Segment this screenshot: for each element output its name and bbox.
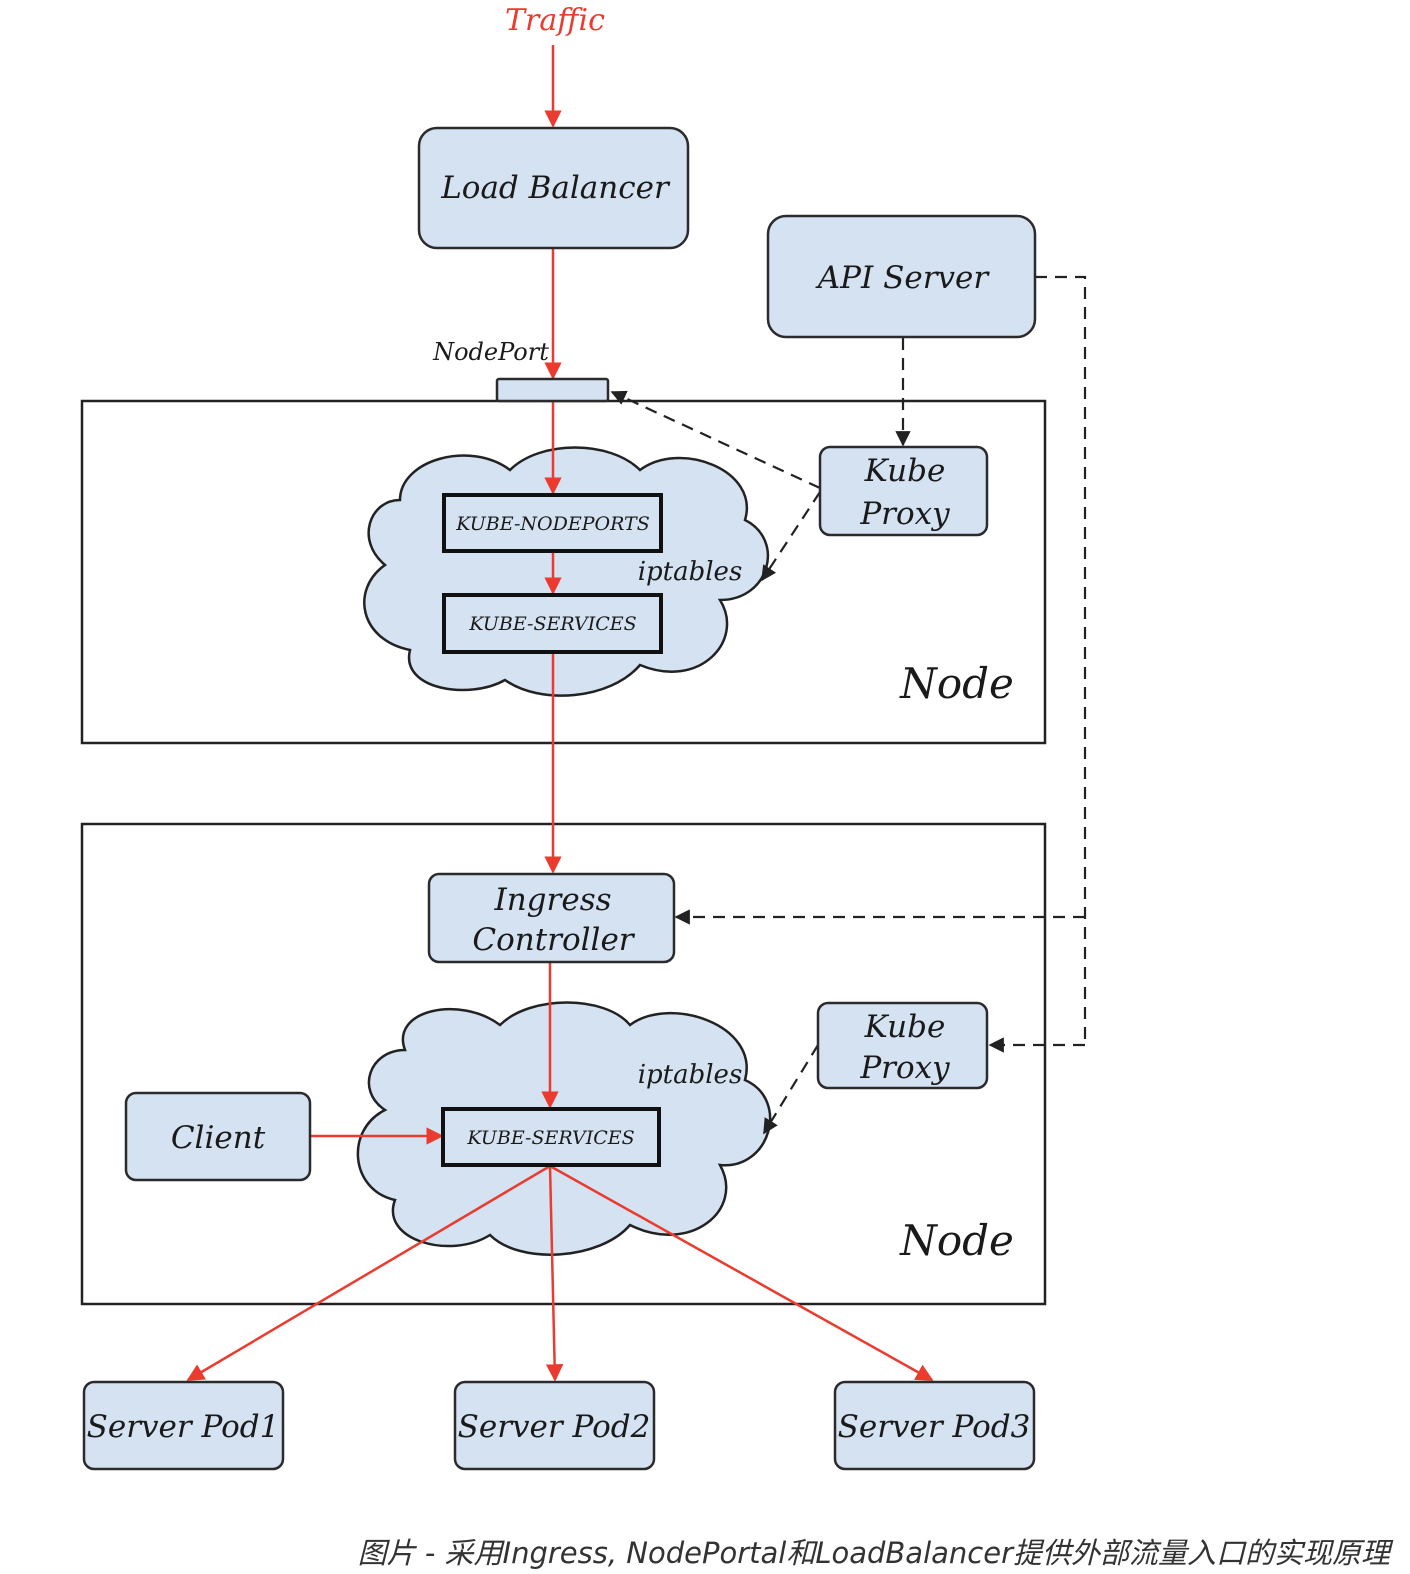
kube-proxy-top-line2: Proxy	[859, 496, 950, 532]
kube-proxy-top-line1: Kube	[864, 453, 946, 489]
figure-caption: 图片 - 采用Ingress, NodePortal和LoadBalancer提…	[357, 1536, 1390, 1570]
nodeport-label: NodePort	[432, 338, 549, 366]
traffic-label: Traffic	[505, 3, 605, 38]
arrow-services-to-pod2	[545, 1165, 564, 1382]
arrow-kubeproxy-to-nodeport	[610, 390, 821, 489]
arrow-kubeproxy-to-iptables-bottom	[763, 1044, 819, 1135]
kube-proxy-bottom-line1: Kube	[864, 1009, 946, 1045]
kube-services-top-label: KUBE-SERVICES	[468, 613, 636, 635]
api-server-box	[766, 214, 1037, 339]
iptables-label-bottom: iptables	[638, 1060, 743, 1090]
kube-proxy-box-bottom	[816, 1001, 989, 1090]
load-balancer-box	[417, 126, 690, 250]
server-pod2-box	[453, 1380, 656, 1471]
client-label: Client	[171, 1120, 266, 1156]
arrow-services-to-pod1	[186, 1164, 551, 1382]
node-label-top: Node	[899, 659, 1014, 708]
node-label-bottom: Node	[899, 1216, 1014, 1265]
kube-services-chain-bottom	[441, 1107, 661, 1167]
kube-proxy-box-top	[818, 445, 989, 537]
client-box	[124, 1091, 312, 1182]
server-pod2-label: Server Pod2	[458, 1409, 651, 1445]
kube-nodeports-chain	[442, 493, 663, 553]
arrow-services-to-pod3	[549, 1164, 934, 1382]
node-frame-bottom	[80, 822, 1047, 1306]
kube-services-bottom-label: KUBE-SERVICES	[466, 1127, 634, 1149]
ingress-controller-box	[427, 872, 676, 964]
kube-services-chain-top	[442, 593, 663, 654]
kube-proxy-bottom-line2: Proxy	[859, 1050, 950, 1086]
kube-nodeports-label: KUBE-NODEPORTS	[455, 513, 649, 535]
server-pod3-box	[833, 1380, 1036, 1471]
iptables-label-top: iptables	[638, 557, 743, 587]
arrow-kubeproxy-to-iptables-top	[761, 491, 821, 582]
nodeport-box	[495, 377, 610, 403]
api-dashed-trunk	[1035, 275, 1087, 1045]
ingress-controller-line2: Controller	[472, 922, 635, 958]
api-server-label: API Server	[815, 260, 991, 296]
server-pod1-box	[82, 1380, 285, 1471]
ingress-controller-line1: Ingress	[493, 882, 611, 918]
server-pod3-label: Server Pod3	[838, 1409, 1031, 1445]
server-pod1-label: Server Pod1	[87, 1409, 280, 1445]
load-balancer-label: Load Balancer	[440, 170, 671, 206]
